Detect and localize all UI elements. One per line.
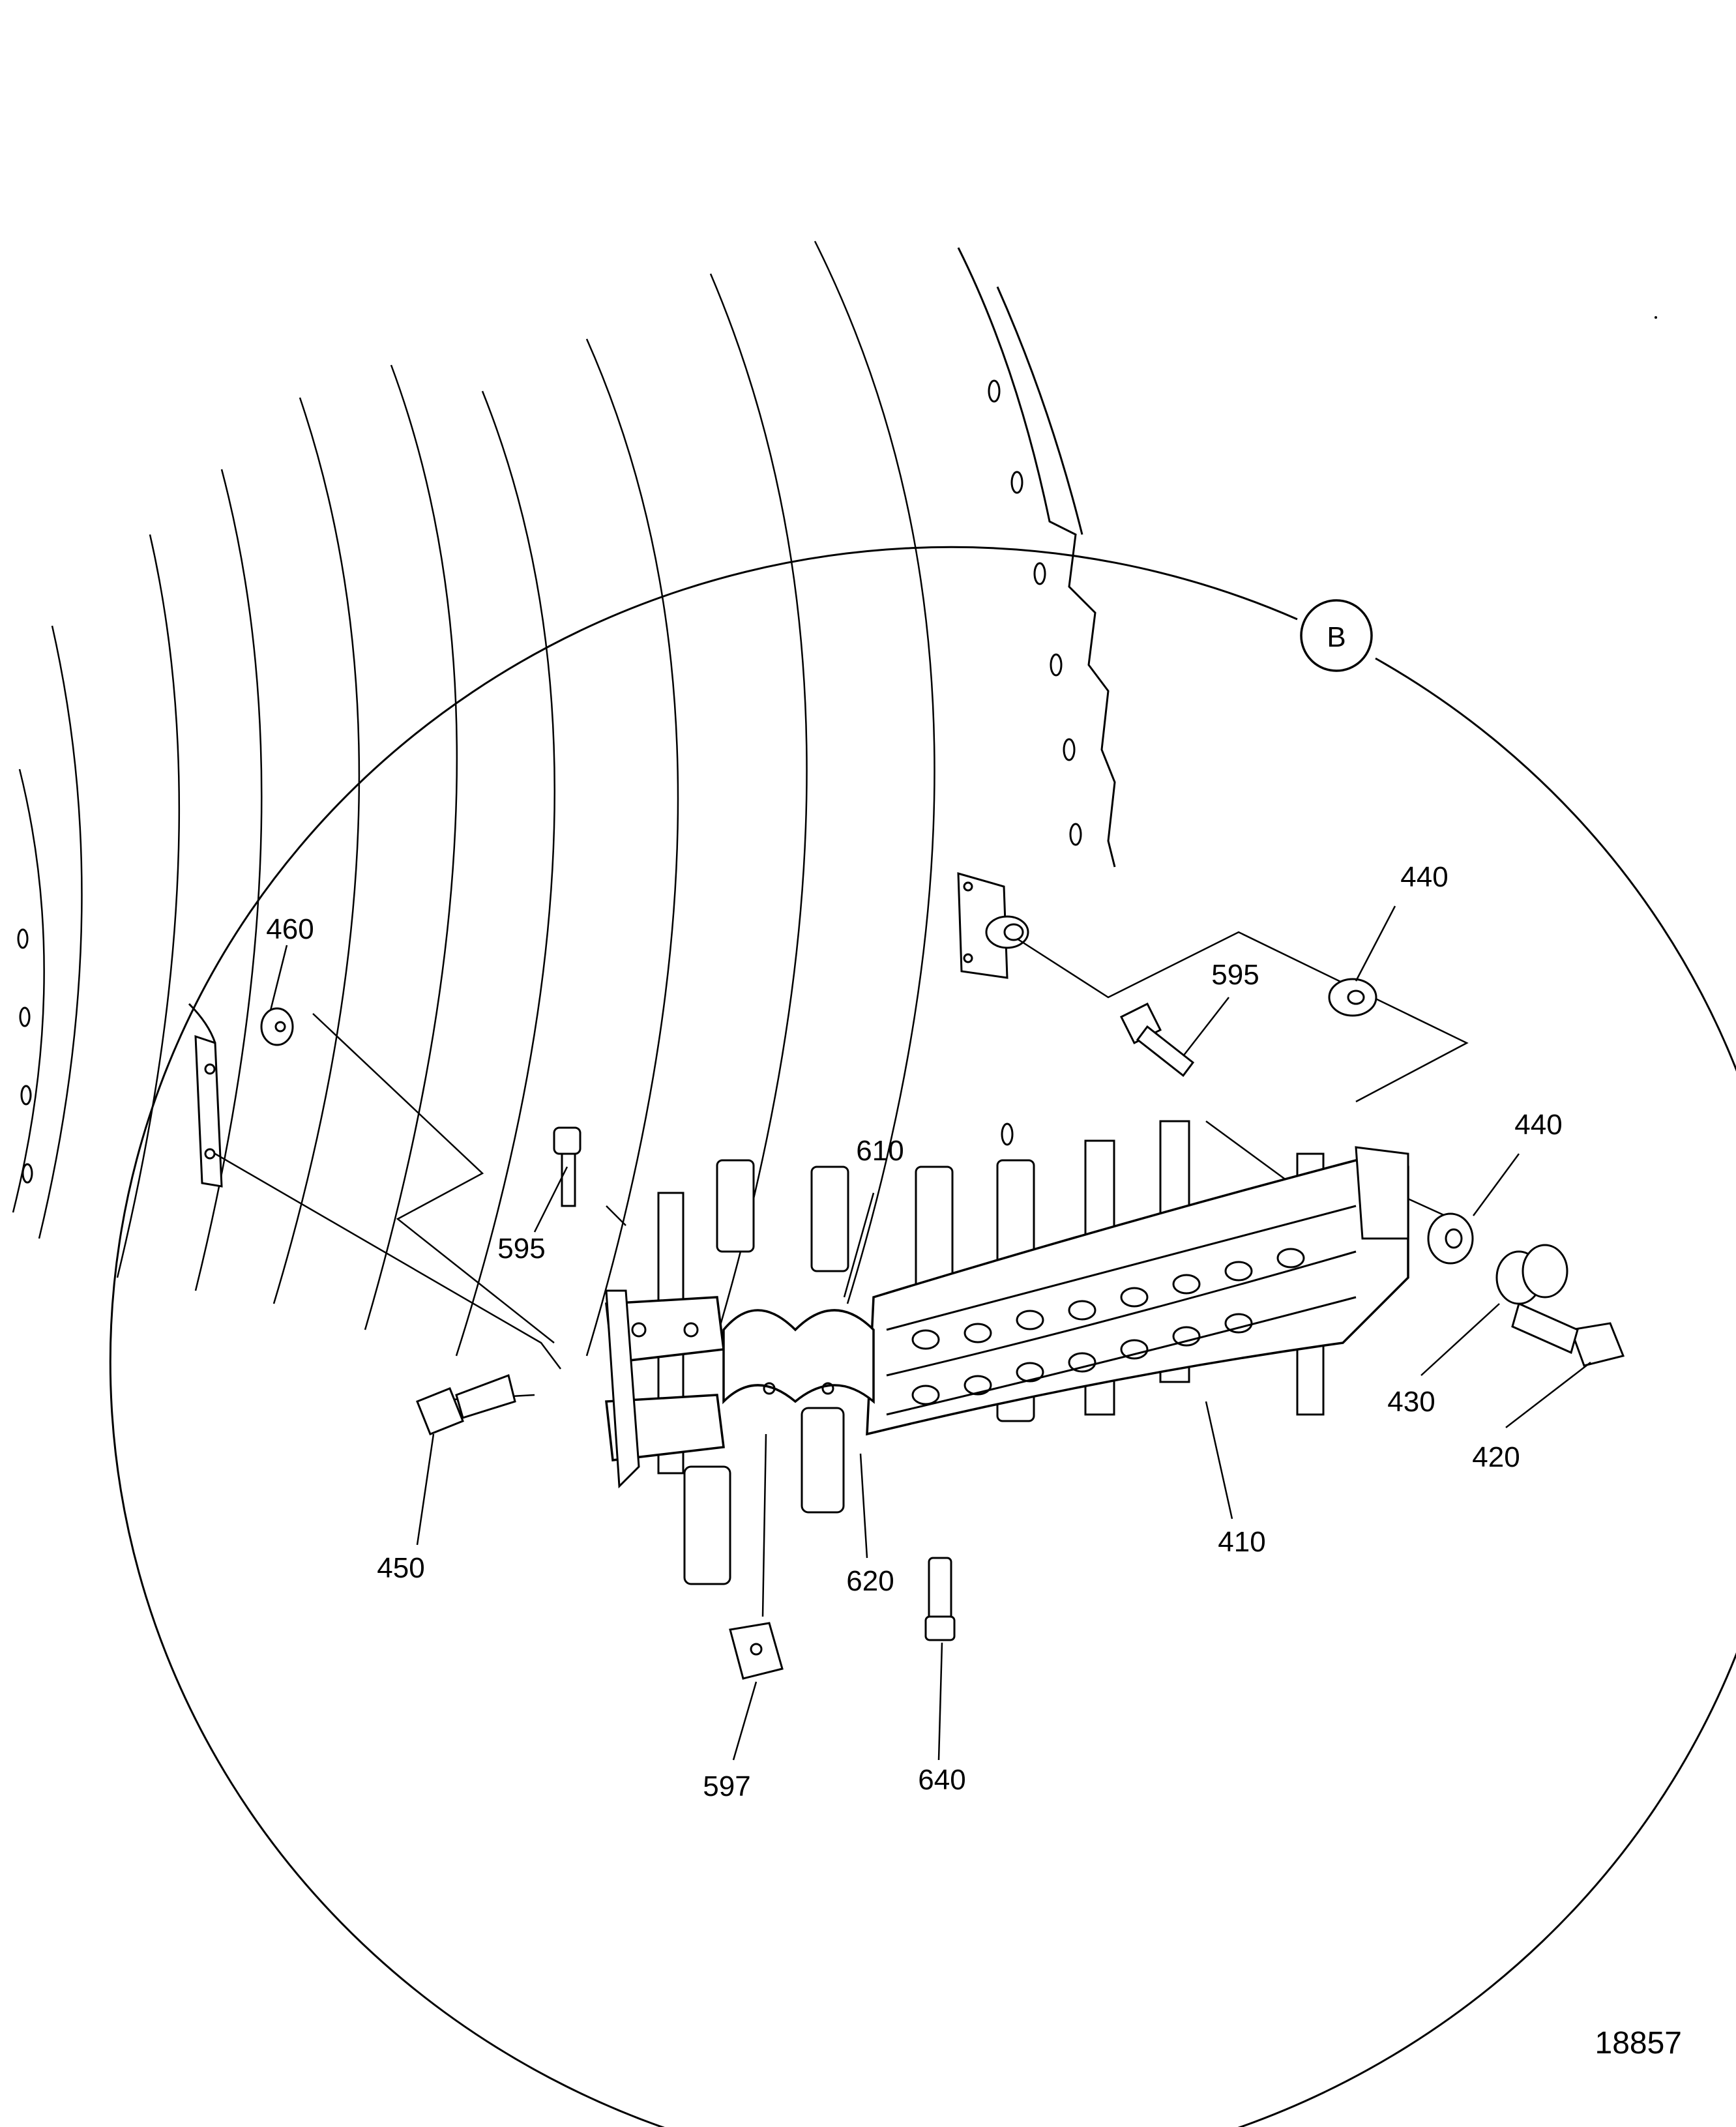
part-label: 450 <box>377 1552 424 1584</box>
manifold-assembly <box>866 1146 1409 1436</box>
part-label: 595 <box>1211 959 1259 991</box>
speck <box>1655 316 1657 319</box>
upper-mounting-plate <box>957 872 1029 979</box>
left-bracket <box>188 1003 294 1188</box>
leader-lines <box>269 905 1591 1761</box>
bolt-420 <box>1511 1302 1625 1367</box>
part-labels: 460 440 595 440 610 595 430 420 450 620 … <box>266 861 1562 1802</box>
clamp-blocks <box>605 1289 875 1489</box>
ring-edge-with-holes <box>957 247 1116 1185</box>
assembly-guide-lines <box>214 931 1469 1403</box>
left-edge-holes <box>17 928 33 1184</box>
part-label: 460 <box>266 913 314 945</box>
part-label: 440 <box>1514 1109 1562 1141</box>
bolt-640 <box>924 1557 956 1641</box>
part-label: 420 <box>1472 1441 1520 1473</box>
detail-view-circle <box>109 546 1736 2127</box>
clip-597 <box>729 1622 784 1680</box>
washer-440-lower <box>1427 1212 1474 1265</box>
part-label: 640 <box>918 1764 965 1796</box>
figure-number: 18857 <box>1595 2026 1682 2061</box>
bolt-595-left <box>553 1126 581 1207</box>
part-label: 440 <box>1400 861 1448 893</box>
part-label: 410 <box>1218 1526 1265 1558</box>
part-label: 620 <box>846 1565 894 1597</box>
manifold-nozzles <box>911 1248 1305 1405</box>
bolt-595-right <box>1119 1002 1195 1078</box>
part-label: 595 <box>497 1233 545 1265</box>
washer-460-icon <box>260 1007 294 1046</box>
callout-letter: B <box>1327 621 1346 653</box>
part-label: 610 <box>856 1135 904 1167</box>
background-ring-arcs <box>12 241 935 1357</box>
part-label: 430 <box>1387 1386 1435 1418</box>
bolt-450 <box>416 1374 516 1435</box>
part-label: 597 <box>703 1770 750 1802</box>
spacer-430 <box>1495 1244 1568 1305</box>
washer-440-upper <box>1328 978 1377 1017</box>
detail-callout: B <box>1300 599 1373 672</box>
